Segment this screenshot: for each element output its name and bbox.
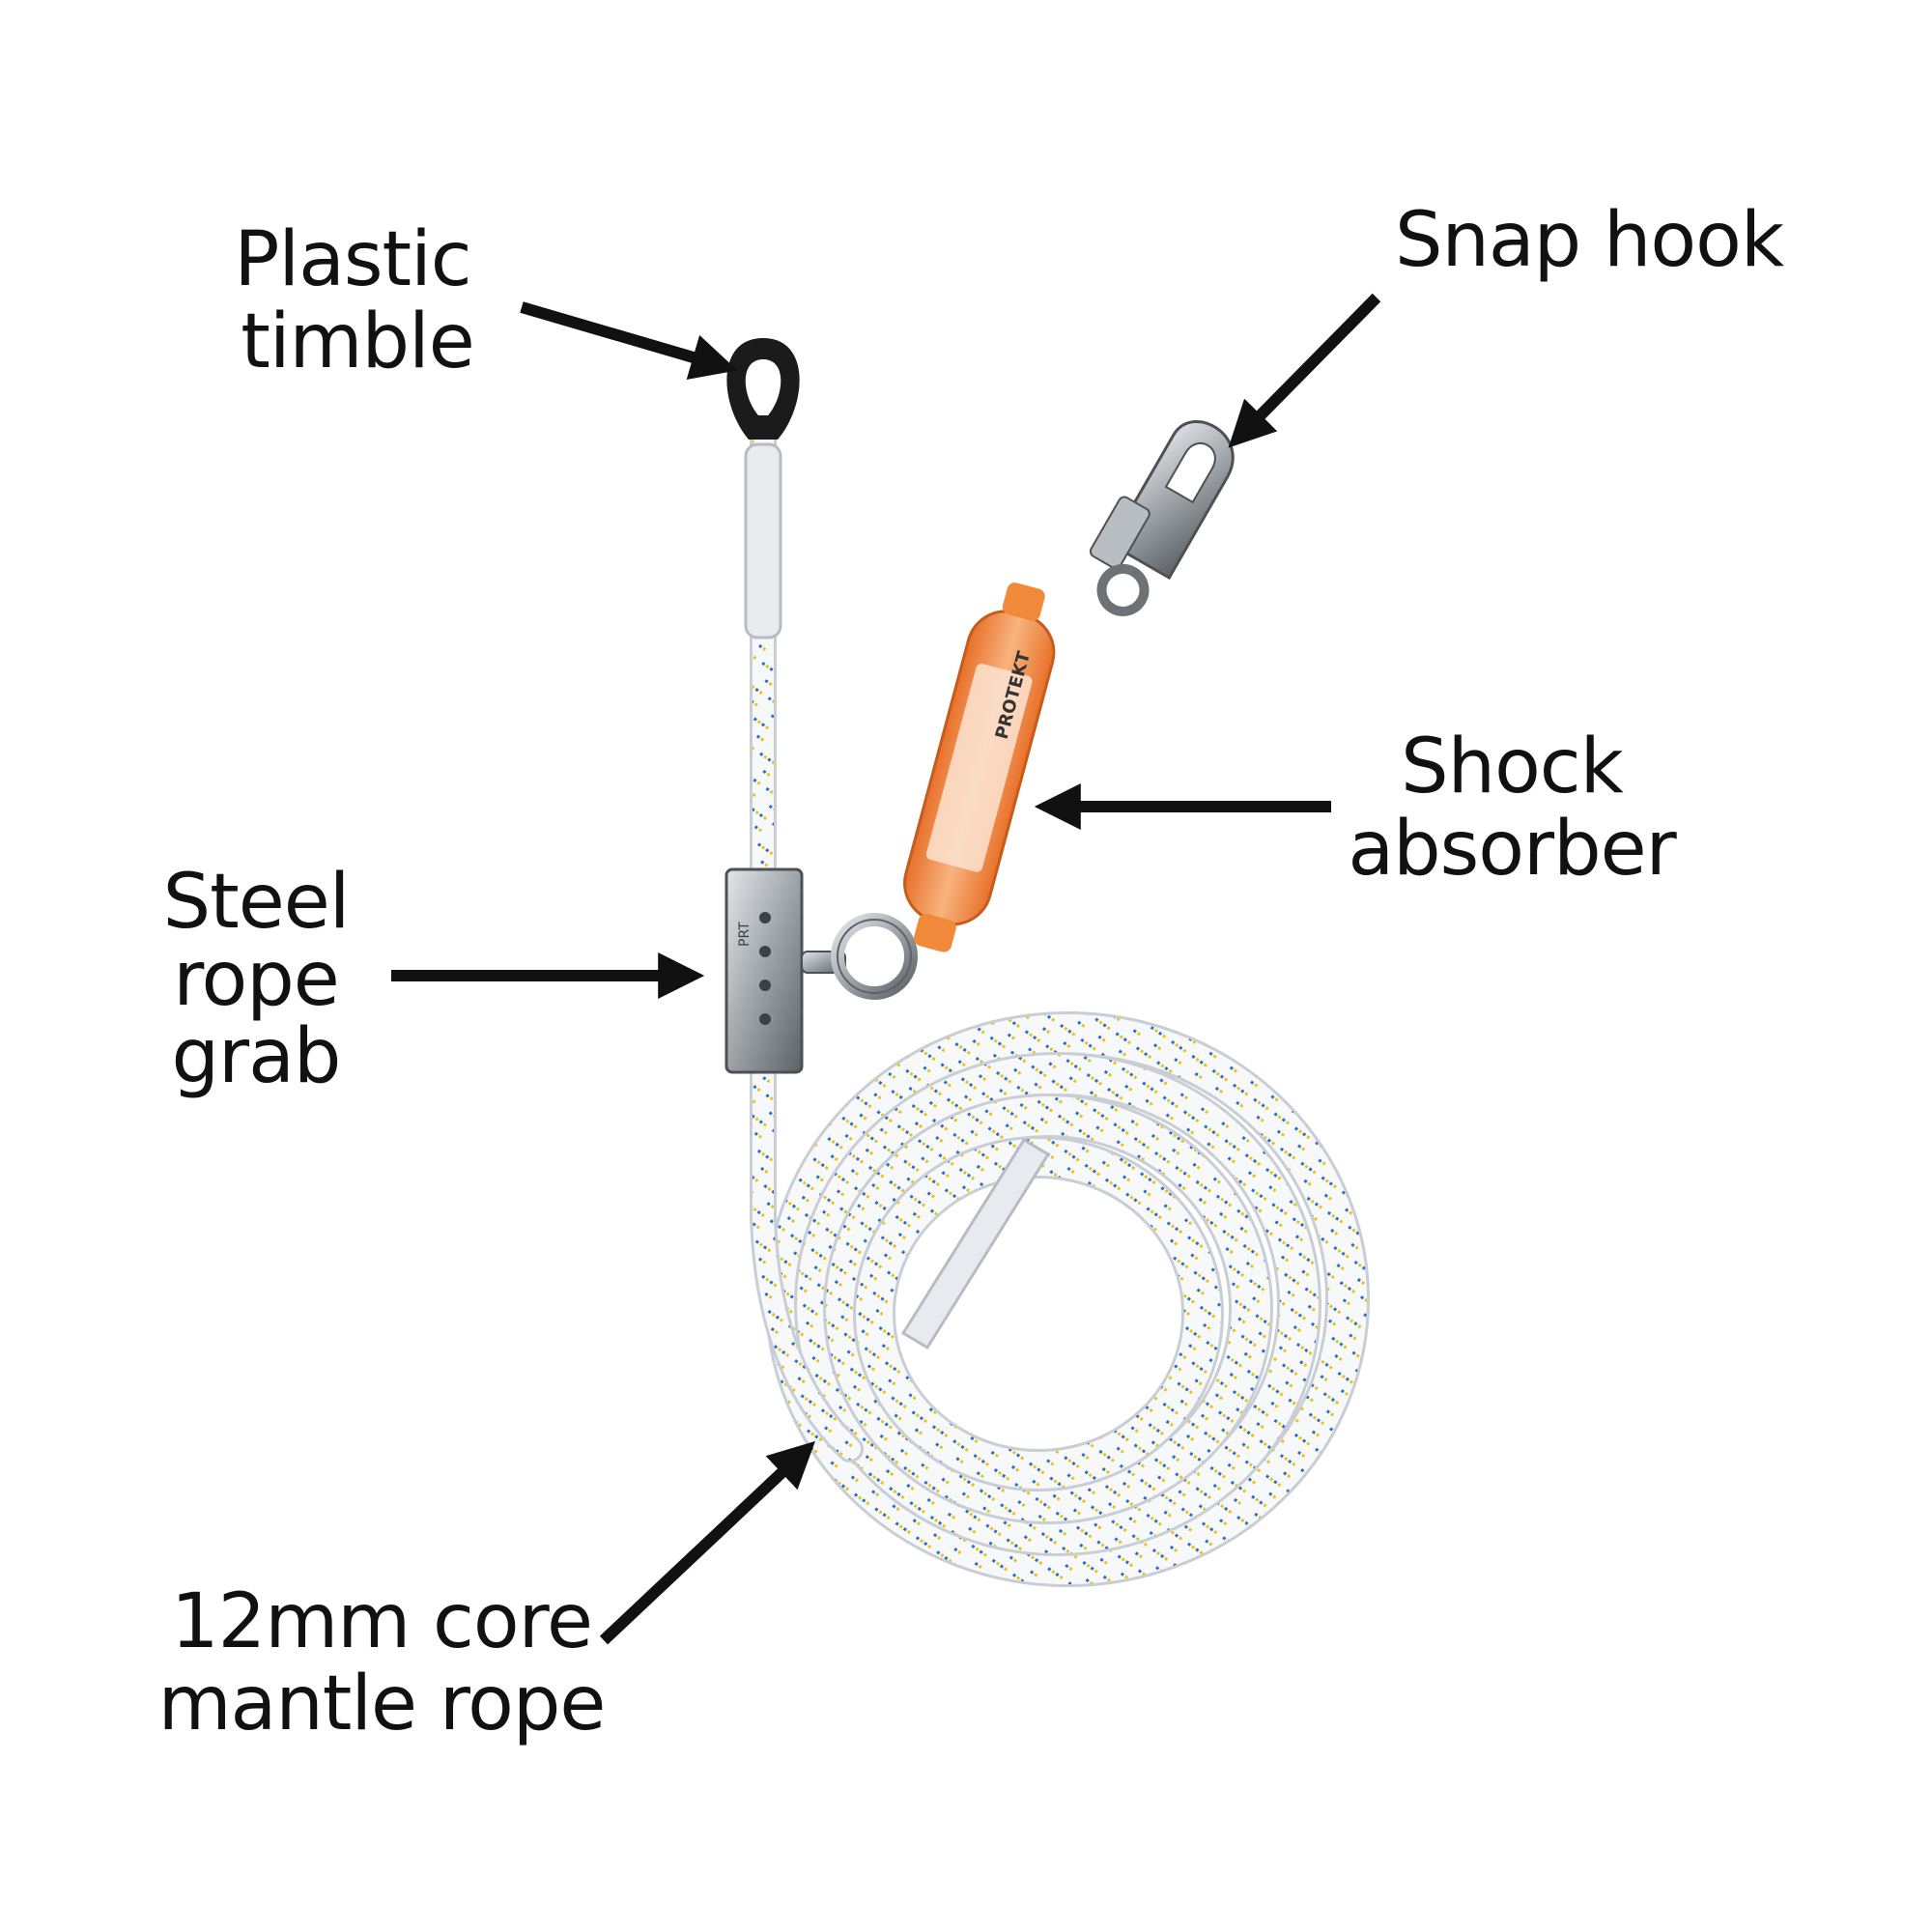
label-rope-line1: 12mm core xyxy=(171,1578,592,1665)
label-rope-line2: mantle rope xyxy=(158,1661,606,1747)
label-snap-hook-line1: Snap hook xyxy=(1395,197,1784,284)
label-shock-absorber-line2: absorber xyxy=(1348,806,1677,893)
label-steel-rope-grab: Steel rope grab xyxy=(163,859,351,1100)
shock-absorber: PROTEKT xyxy=(903,582,1056,952)
label-shock-absorber-line1: Shock xyxy=(1401,724,1624,810)
grab-marking: PRT xyxy=(737,922,753,947)
arrow-plastic-timble xyxy=(520,301,738,380)
label-snap-hook: Snap hook xyxy=(1395,197,1785,284)
label-steel-rope-grab-line3: grab xyxy=(172,1013,341,1100)
label-plastic-timble-line2: timble xyxy=(241,298,473,385)
arrow-rope xyxy=(599,1440,815,1645)
plastic-thimble xyxy=(726,338,800,440)
rope-coil xyxy=(765,1011,1370,1587)
label-rope: 12mm core mantle rope xyxy=(158,1578,607,1747)
label-steel-rope-grab-line2: rope xyxy=(173,936,339,1023)
arrow-snap-hook xyxy=(1228,293,1381,448)
mantle-rope xyxy=(744,412,864,1463)
label-plastic-timble: Plastic timble xyxy=(234,216,474,385)
label-steel-rope-grab-line1: Steel xyxy=(163,859,350,946)
label-plastic-timble-line1: Plastic xyxy=(234,216,470,303)
snap-hook xyxy=(1089,420,1235,616)
steel-rope-grab: PRT xyxy=(724,867,918,1074)
callout-arrows xyxy=(391,293,1381,1645)
label-shock-absorber: Shock absorber xyxy=(1348,724,1678,893)
